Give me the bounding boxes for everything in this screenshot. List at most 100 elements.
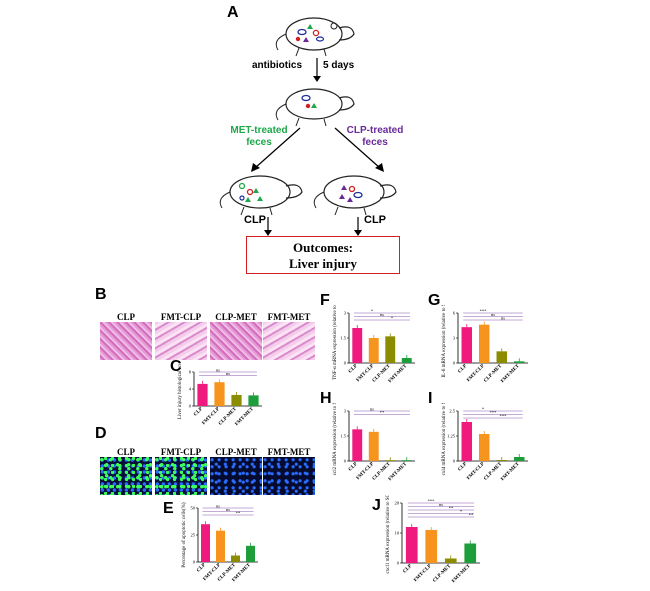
category-label: FMT-MET [500, 363, 521, 384]
bar-clp [352, 328, 363, 363]
category-label: FMT-CLP [413, 564, 432, 583]
y-tick-label: 6 [453, 311, 456, 316]
tunel-image-fmt-met [263, 457, 315, 495]
bar-fmt-clp [368, 338, 379, 363]
category-label: FMT-MET [451, 563, 472, 584]
bar-clp-met [231, 394, 242, 406]
right-branch-label: CLP-treated feces [346, 125, 404, 148]
category-label: CLP-MET [432, 563, 452, 583]
y-tick-label: 8 [189, 370, 192, 375]
outcome-subtitle: Liver injury [288, 256, 357, 271]
panel-letter-e: E [163, 500, 174, 517]
y-tick-label: 20 [395, 501, 400, 506]
left-clp-label: CLP [244, 214, 266, 226]
category-label: CLP [458, 462, 469, 473]
y-tick-label: 0 [193, 560, 196, 565]
bar-fmt-met [401, 358, 412, 363]
bar-fmt-clp [425, 530, 438, 563]
bar-clp-met [496, 460, 507, 461]
y-tick-label: 0 [453, 459, 456, 464]
panel-letter-g: G [428, 292, 441, 309]
significance-label: * [391, 316, 394, 321]
mouse-icon-left [219, 175, 303, 216]
tunel-image-fmt-clp [155, 457, 207, 495]
y-axis-label: TNF-α mRNA expression (relative to SC) [333, 305, 338, 380]
y-axis-label: IL-6 mRNA expression (relative to SC) [442, 305, 447, 378]
hist-label-clp-met: CLP-MET [215, 312, 257, 322]
outcome-title: Outcomes: [293, 240, 353, 255]
y-tick-label: 10 [395, 531, 400, 536]
bar-fmt-clp [214, 382, 225, 406]
bar-chart-e: Percentage of apoptotic cells(%)02550CLP… [182, 502, 258, 583]
mouse-icon-right [313, 175, 397, 216]
panel-letter-d: D [95, 425, 107, 442]
significance-label: *** [490, 410, 498, 415]
significance-label: ** [380, 410, 385, 415]
left-branch-label: MET-treated feces [230, 125, 288, 148]
significance-label: ns [216, 368, 220, 373]
bar-clp [405, 527, 418, 563]
fl-label-fmt-clp: FMT-CLP [160, 447, 202, 457]
category-label: FMT-MET [388, 461, 409, 482]
significance-label: ** [449, 506, 454, 511]
panel-letter-f: F [320, 292, 330, 309]
significance-label: ns [439, 502, 443, 507]
significance-label: ns [216, 504, 220, 509]
right-clp-label: CLP [364, 214, 386, 226]
bar-fmt-met [246, 545, 255, 562]
y-tick-label: 3 [344, 409, 347, 414]
bar-clp-met [496, 351, 507, 363]
fl-label-clp-met: CLP-MET [215, 447, 257, 457]
bar-chart-i: cxl4 mRNA expression (relative to SC) 0 1.… [442, 403, 528, 482]
bar-clp-met [385, 460, 396, 461]
bar-fmt-clp [368, 431, 379, 461]
hist-label-fmt-clp: FMT-CLP [160, 312, 202, 322]
panel-letter-a: A [227, 4, 239, 21]
he-stain-image-fmt-clp [155, 322, 207, 360]
panel-letter-j: J [372, 497, 381, 514]
bar-fmt-met [248, 395, 259, 406]
mouse-icon-middle [275, 88, 355, 127]
significance-label: ** [469, 513, 474, 518]
category-label: CLP [348, 364, 359, 375]
bar-clp [197, 383, 208, 406]
bar-fmt-met [464, 543, 477, 563]
significance-label: * [482, 407, 485, 412]
y-axis-label: Liver injury histological score [178, 364, 183, 419]
bar-chart-h: ccl2 mRNA expression (relative to SC)01.… [333, 403, 415, 482]
y-axis-label: cxl4 mRNA expression (relative to SC) [442, 403, 447, 475]
significance-label: *** [500, 414, 508, 419]
y-tick-label: 25 [191, 533, 196, 538]
mouse-icon-top [275, 17, 355, 57]
y-axis-label: Percentage of apoptotic cells(%) [182, 502, 187, 567]
y-tick-label: 2.5 [449, 409, 455, 414]
significance-label: ns [370, 407, 374, 412]
significance-label: *** [480, 309, 488, 314]
bar-fmt-met [401, 460, 412, 461]
significance-label: *** [428, 499, 436, 504]
bar-clp [461, 422, 472, 461]
panel-letter-c: C [170, 358, 182, 375]
y-tick-label: 1.5 [340, 336, 346, 341]
y-tick-label: 0 [189, 404, 192, 409]
significance-label: ns [491, 312, 495, 317]
panel-letter-h: H [320, 390, 332, 407]
bar-fmt-met [514, 361, 525, 363]
y-tick-label: 0 [344, 459, 347, 464]
category-label: CLP [403, 564, 414, 575]
significance-label: * [371, 309, 374, 314]
panel-letter-b: B [95, 286, 107, 303]
significance-label: ns [226, 507, 230, 512]
panel-letter-i: I [428, 390, 433, 407]
bar-fmt-clp [479, 324, 490, 363]
fl-label-clp: CLP [117, 447, 135, 457]
y-axis-label: ccl2 mRNA expression (relative to SC) [333, 403, 338, 475]
y-tick-label: 1.25 [447, 434, 456, 439]
significance-label: ns [501, 316, 505, 321]
he-stain-image-clp-met [210, 322, 262, 360]
bar-clp-met [385, 336, 396, 363]
category-label: FMT-MET [235, 406, 256, 427]
he-stain-image-clp [100, 322, 152, 360]
category-label: FMT-MET [500, 461, 521, 482]
